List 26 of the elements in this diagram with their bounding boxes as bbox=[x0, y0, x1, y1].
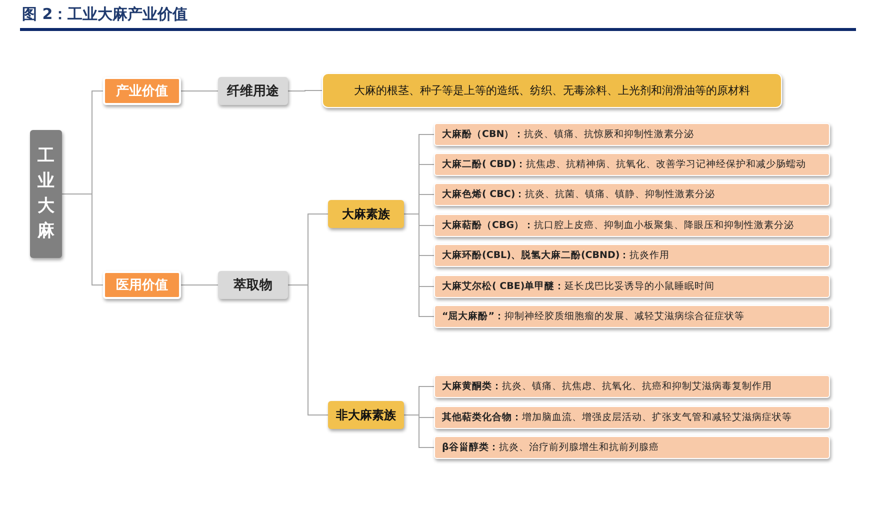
category-box: 大麻素族 bbox=[328, 200, 404, 228]
connector-line bbox=[180, 284, 218, 286]
description-box: 大麻酚（CBN）：抗炎、镇痛、抗惊厥和抑制性激素分泌 bbox=[434, 123, 830, 146]
description-box: 大麻艾尔松( CBE)单甲醚：延长戊巴比妥诱导的小鼠睡眠时间 bbox=[434, 275, 830, 298]
connector-line bbox=[288, 284, 328, 416]
root-box: 工业大麻 bbox=[30, 130, 62, 258]
figure-title: 图 2：工业大麻产业价值 bbox=[22, 5, 188, 24]
connector-line bbox=[180, 90, 218, 92]
description-box: 大麻萜酚（CBG）：抗口腔上皮癌、抑制血小板聚集、降眼压和抑制性激素分泌 bbox=[434, 214, 830, 237]
connector-line bbox=[404, 414, 434, 448]
description-box: β谷甾醇类：抗炎、治疗前列腺增生和抗前列腺癌 bbox=[434, 436, 830, 459]
category-box: 非大麻素族 bbox=[328, 401, 404, 429]
description-box: 大麻的根茎、种子等是上等的造纸、纺织、无毒涂料、上光剂和润滑油等的原材料 bbox=[322, 73, 782, 108]
description-box: 大麻黄酮类：抗炎、镇痛、抗焦虑、抗氧化、抗癌和抑制艾滋病毒复制作用 bbox=[434, 375, 830, 398]
category-box: 产业价值 bbox=[103, 77, 181, 105]
connector-line bbox=[62, 194, 104, 286]
description-box: 大麻环酚(CBL)、脱氢大麻二酚(CBND)：抗炎作用 bbox=[434, 244, 830, 267]
description-box: “屈大麻酚”：抑制神经胶质细胞瘤的发展、减轻艾滋病综合征症状等 bbox=[434, 305, 830, 328]
category-box: 医用价值 bbox=[103, 271, 181, 299]
category-box: 纤维用途 bbox=[218, 77, 288, 105]
connector-line bbox=[404, 214, 434, 317]
category-box: 萃取物 bbox=[218, 271, 288, 299]
description-box: 大麻二酚( CBD)：抗焦虑、抗精神病、抗氧化、改善学习记神经保护和减少肠蠕动 bbox=[434, 153, 830, 176]
description-box: 大麻色烯( CBC)：抗炎、抗菌、镇痛、镇静、抑制性激素分泌 bbox=[434, 183, 830, 206]
connector-line bbox=[288, 90, 322, 92]
description-box: 其他萜类化合物：增加脑血流、增强皮层活动、扩张支气管和减轻艾滋病症状等 bbox=[434, 406, 830, 429]
